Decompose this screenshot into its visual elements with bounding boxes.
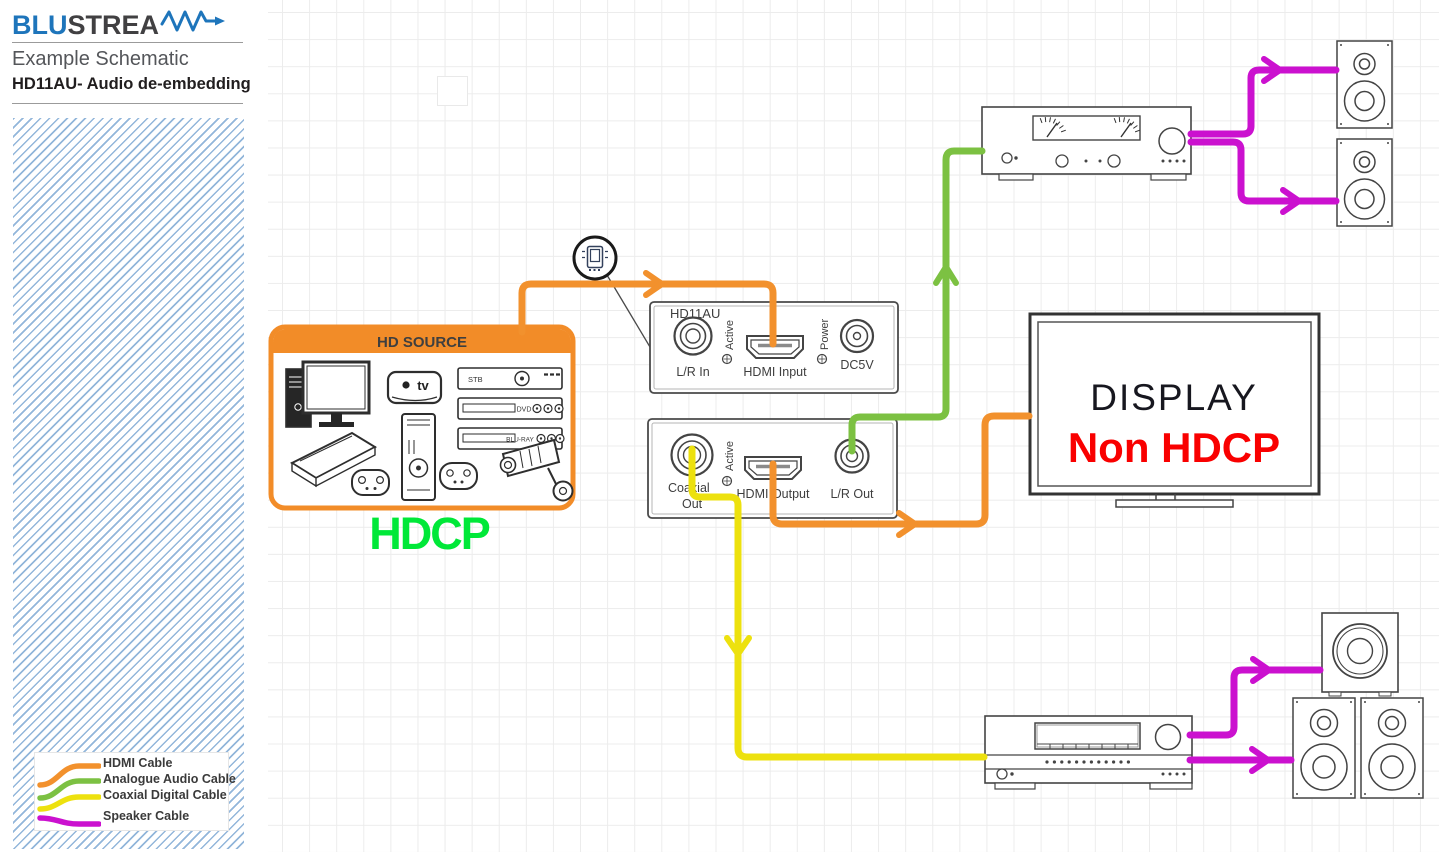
av-receiver xyxy=(984,715,1193,790)
hd-source-title: HD SOURCE xyxy=(377,334,467,351)
volume-knob xyxy=(1154,723,1182,751)
active-led xyxy=(721,353,733,365)
analogue-cable-swatch xyxy=(37,778,101,801)
dc5v-jack xyxy=(839,318,875,354)
stereo-amplifier xyxy=(981,106,1192,181)
striped-sidebar xyxy=(13,118,244,849)
analogue-audio-cable xyxy=(848,147,986,455)
xbox-icon xyxy=(401,413,478,501)
hdcp-badge: HDCP xyxy=(369,508,489,559)
dvd-player-icon: DVD xyxy=(457,397,564,420)
coaxial-digital-cable xyxy=(688,445,988,761)
apple-tv-icon: tv xyxy=(386,370,443,405)
hdmi-cables xyxy=(518,270,1033,538)
legend-cable-swatches xyxy=(37,763,101,827)
pc-icon xyxy=(285,360,371,428)
active-label: Active xyxy=(724,441,736,471)
source-devices: tv STB DVD xyxy=(285,360,574,502)
lr-in-label: L/R In xyxy=(676,365,709,379)
coaxial-cable-unit-to-receiver xyxy=(688,445,988,761)
stb-icon: STB xyxy=(457,367,563,390)
speaker-cables xyxy=(1186,56,1340,774)
speaker-cable-receiver-to-subwoofer xyxy=(1186,666,1324,739)
bookshelf-speaker xyxy=(1360,697,1424,799)
arrow-right-icon xyxy=(1249,746,1271,774)
schematic-subtitle: Example Schematic xyxy=(12,48,189,70)
arrow-down-icon xyxy=(724,635,752,657)
subwoofer xyxy=(1321,612,1399,697)
lr-out-label: L/R Out xyxy=(830,487,874,501)
arrow-up-icon xyxy=(933,264,959,286)
hdmi-input-label: HDMI Input xyxy=(743,365,807,379)
svg-text:STB: STB xyxy=(468,375,483,384)
speaker-cable-amp-to-speaker-1 xyxy=(1187,66,1340,138)
legend-item-analogue: Analogue Audio Cable xyxy=(103,772,236,786)
unit-model-label: HD11AU xyxy=(670,306,720,321)
brand-blu: BLU xyxy=(12,10,68,40)
waveform-arrow-icon xyxy=(160,10,226,32)
arrow-right-icon xyxy=(1261,56,1283,84)
legend-item-coaxial: Coaxial Digital Cable xyxy=(103,788,227,802)
hdmi-cable-unit-to-display xyxy=(769,412,1033,528)
ps3-icon xyxy=(289,431,390,496)
svg-text:DVD: DVD xyxy=(517,407,532,414)
speaker-cable-amp-to-speaker-2 xyxy=(1187,138,1340,205)
arrow-right-icon xyxy=(1250,656,1272,684)
display-label: DISPLAY xyxy=(1090,377,1258,418)
coaxial-out-label-2: Out xyxy=(682,497,703,511)
svg-text:tv: tv xyxy=(417,378,429,393)
hd11au-front-panel: HD11AU L/R In Active HDMI Input xyxy=(649,301,899,394)
active-label: Active xyxy=(724,320,736,350)
hdmi-input-port xyxy=(746,335,804,359)
svg-text:BLU-RAY: BLU-RAY xyxy=(506,437,534,444)
hdmi-cable-swatch xyxy=(37,763,101,788)
hd-source-box: HD SOURCE tv xyxy=(268,324,576,559)
grid-highlight-cell xyxy=(437,76,468,106)
cable-legend: HDMI Cable Analogue Audio Cable Coaxial … xyxy=(34,752,236,831)
arrow-right-icon xyxy=(896,510,918,538)
legend-item-speaker: Speaker Cable xyxy=(103,809,190,823)
dc5v-label: DC5V xyxy=(840,358,874,372)
coaxial-cable-swatch xyxy=(37,794,101,812)
bluray-player-icon: BLU-RAY xyxy=(457,427,565,450)
bookshelf-speaker xyxy=(1292,697,1356,799)
tv-stand xyxy=(1115,499,1234,508)
arrow-right-icon xyxy=(1280,187,1302,215)
volume-knob xyxy=(1158,127,1186,155)
hdmi-connector-icon xyxy=(582,245,608,271)
active-led xyxy=(721,475,733,487)
lr-in-jack xyxy=(673,316,713,356)
hdmi-cable-source-to-unit xyxy=(518,280,777,348)
power-led xyxy=(816,353,828,365)
schematic-title: HD11AU- Audio de-embedding xyxy=(12,75,251,93)
divider xyxy=(12,42,243,43)
power-label: Power xyxy=(819,318,831,350)
speaker-cable-swatch xyxy=(37,815,101,827)
bookshelf-speaker xyxy=(1336,138,1393,227)
cctv-camera-icon xyxy=(499,438,574,502)
legend-item-hdmi: HDMI Cable xyxy=(103,756,173,770)
bookshelf-speaker xyxy=(1336,40,1393,129)
hdmi-connector-callout xyxy=(572,235,651,348)
arrow-right-icon xyxy=(643,270,665,298)
non-hdcp-badge: Non HDCP xyxy=(1068,424,1280,471)
brand-stream: STREA xyxy=(67,10,160,40)
divider xyxy=(12,103,243,104)
display-tv: DISPLAY Non HDCP xyxy=(1028,312,1321,508)
brand-logo: BLUSTREA xyxy=(12,8,245,40)
analogue-cable-unit-to-amp xyxy=(848,147,986,455)
